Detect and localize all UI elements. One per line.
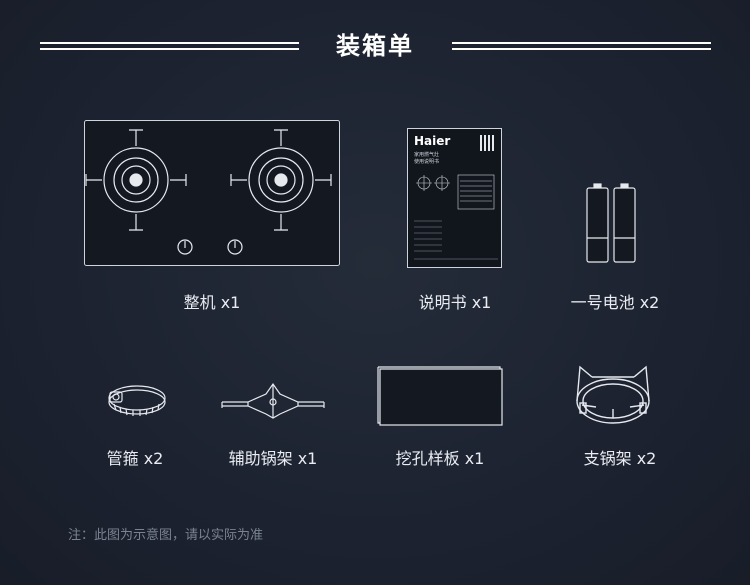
page-title: 装箱单 [336, 32, 414, 60]
manual-label: 说明书 x1 [418, 293, 492, 312]
battery-label: 一号电池 x2 [570, 293, 660, 312]
template-image [377, 366, 503, 426]
title-divider-left [40, 42, 299, 50]
header: 装箱单 [0, 30, 750, 62]
support-rack-label: 支锅架 x2 [583, 449, 657, 468]
aux-rack-label: 辅助锅架 x1 [228, 449, 318, 468]
battery-image [586, 183, 636, 263]
support-rack-image [576, 365, 650, 424]
hose-clamp-image [108, 385, 166, 416]
template-label: 挖孔样板 x1 [395, 449, 485, 468]
manual-brand: Haier [414, 134, 451, 148]
manual-text-lines [414, 220, 498, 260]
footer-note: 注：此图为示意图，请以实际为准 [68, 528, 264, 543]
aux-rack-image [221, 382, 325, 419]
title-divider-right [452, 42, 711, 50]
cooktop-label: 整机 x1 [183, 293, 241, 312]
manual-subtitle-2: 使用说明书 [414, 159, 440, 165]
hose-clamp-label: 管箍 x2 [106, 449, 164, 468]
cooktop-image [84, 120, 340, 266]
manual-diagram [416, 174, 495, 210]
manual-image: Haier 家用燃气灶 使用说明书 [407, 128, 502, 268]
manual-qr-code [480, 135, 496, 151]
manual-subtitle-1: 家用燃气灶 [414, 152, 440, 158]
